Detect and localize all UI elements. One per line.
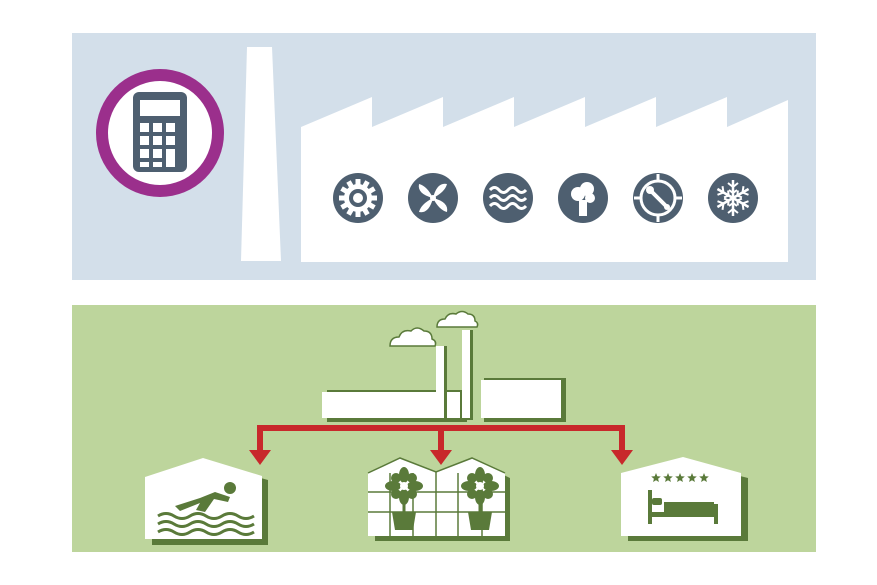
power-plant-icon <box>322 310 566 422</box>
star-icon <box>663 473 673 482</box>
hotel-building-icon <box>621 457 748 541</box>
arrow-head-hotel <box>611 450 633 465</box>
calculator-icon <box>96 69 224 197</box>
star-icon <box>651 473 661 482</box>
factory-chimney <box>241 47 281 261</box>
arrow-head-pool <box>249 450 271 465</box>
fan-icon <box>408 173 458 223</box>
compressed-air-icon <box>633 173 683 223</box>
star-icon <box>699 473 709 482</box>
heat-distribution-arrows <box>257 425 625 450</box>
steam-icon <box>558 173 608 223</box>
process-icons <box>333 173 758 223</box>
water-waves-icon <box>483 173 533 223</box>
hotel-stars <box>651 473 709 482</box>
star-icon <box>687 473 697 482</box>
swimming-pool-building-icon <box>145 458 268 545</box>
arrow-head-greenhouse <box>430 450 452 465</box>
gear-icon <box>333 173 383 223</box>
star-icon <box>675 473 685 482</box>
greenhouse-icon <box>367 457 510 541</box>
snowflake-icon <box>708 173 758 223</box>
